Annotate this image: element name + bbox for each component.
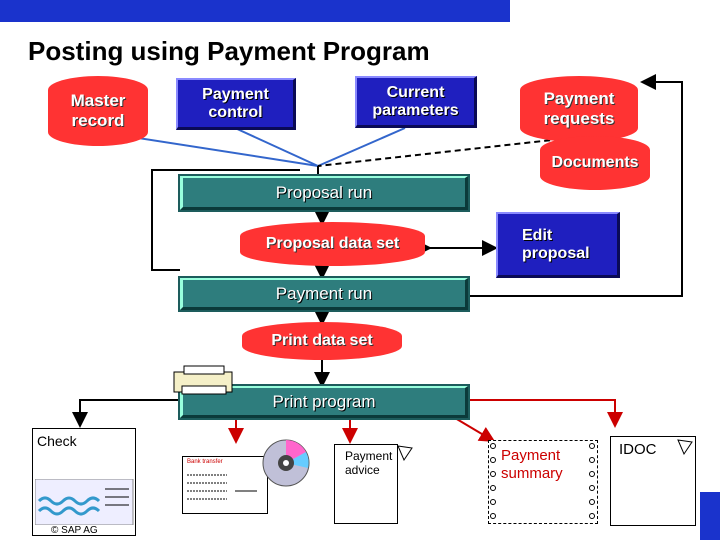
payment-run-bar: Payment run <box>180 278 468 310</box>
edit-proposal-box: Edit proposal <box>496 212 620 278</box>
check-image <box>35 479 134 525</box>
page-corner-icon <box>397 445 413 462</box>
tractor-feed-holes <box>490 443 595 519</box>
documents-cylinder: Documents <box>540 136 650 190</box>
payment-summary-label: Payment summary <box>501 447 563 482</box>
line-requests <box>317 137 571 167</box>
payment-advice-document: Payment advice <box>334 444 398 524</box>
bank-transfer-label: Bank transfer <box>187 459 223 465</box>
payment-control-box: Payment control <box>176 78 296 130</box>
current-parameters-box: Current parameters <box>355 76 477 128</box>
payment-advice-label: Payment advice <box>345 449 393 477</box>
line-params <box>317 127 406 167</box>
print-data-set-cylinder: Print data set <box>242 322 402 360</box>
proposal-data-set-cylinder: Proposal data set <box>240 222 425 266</box>
top-banner <box>0 0 510 22</box>
check-document: Check © SAP AG <box>32 428 136 536</box>
idoc-corner-icon <box>677 439 693 456</box>
proposal-run-bar: Proposal run <box>180 176 468 210</box>
cd-icon <box>262 439 310 487</box>
payment-requests-cylinder: Payment requests <box>520 76 638 142</box>
arrow-summary <box>454 417 496 443</box>
line-control <box>234 127 319 167</box>
payment-summary-document: Payment summary <box>488 440 598 524</box>
check-label: Check <box>37 433 77 449</box>
copyright-label: © SAP AG <box>51 525 98 536</box>
arrow-idoc <box>468 399 623 428</box>
printer-icon <box>173 365 233 395</box>
bottom-banner <box>700 492 720 540</box>
idoc-label: IDOC <box>619 441 657 458</box>
bank-transfer-lines <box>187 474 257 500</box>
bank-transfer-document: Bank transfer <box>182 456 268 514</box>
loop-left <box>151 169 300 271</box>
arrow-check <box>72 399 180 428</box>
master-record-cylinder: Master record <box>48 76 148 146</box>
idoc-document: IDOC <box>610 436 696 526</box>
page-title: Posting using Payment Program <box>28 36 430 66</box>
loop-right <box>468 74 683 297</box>
